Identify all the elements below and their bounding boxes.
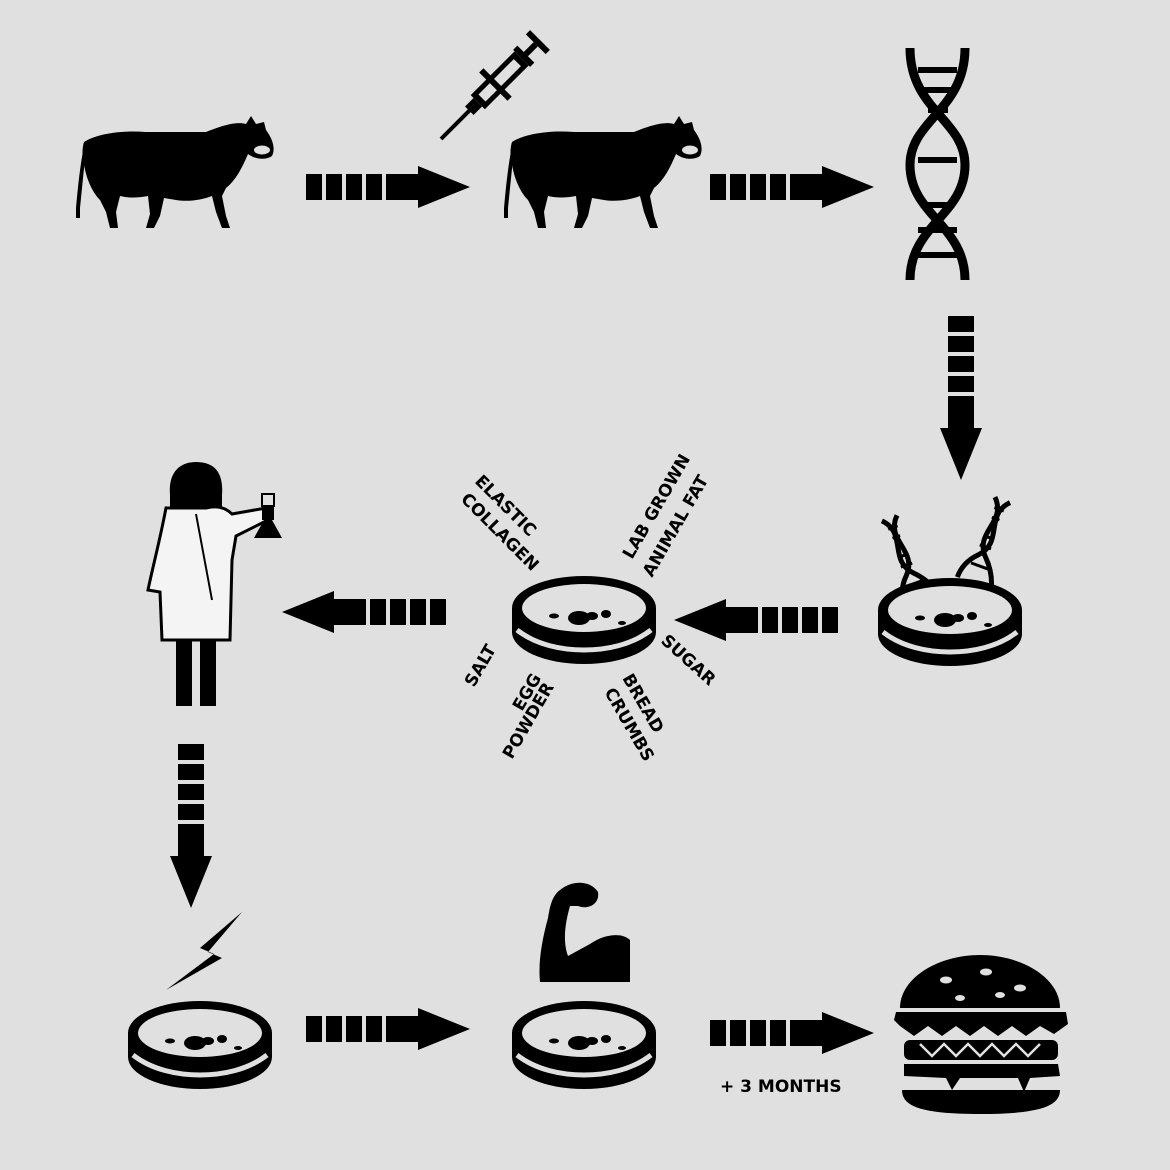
dna-icon	[905, 47, 970, 281]
syringe-icon	[439, 30, 550, 141]
arrow-left-2	[282, 591, 446, 633]
label-sugar: SUGAR	[657, 631, 720, 690]
flexed-arm-icon	[539, 882, 630, 982]
petri-dish-icon	[512, 576, 656, 664]
scientist-icon	[146, 462, 282, 706]
arrow-right-2	[710, 166, 874, 208]
cow-icon	[76, 116, 274, 228]
lightning-icon	[166, 912, 242, 990]
petri-dish-icon	[878, 578, 1022, 666]
arrow-down-2	[170, 744, 212, 908]
arrow-down-1	[940, 316, 982, 480]
arrow-right-4	[710, 1012, 874, 1054]
cow-icon	[504, 116, 702, 228]
duration-note: + 3 MONTHS	[720, 1077, 842, 1097]
petri-dish-icon	[128, 1001, 272, 1089]
arrow-left-1	[674, 599, 838, 641]
petri-dish-icon	[512, 1001, 656, 1089]
arrow-right-3	[306, 1008, 470, 1050]
arrow-right-1	[306, 166, 470, 208]
label-salt: SALT	[461, 641, 501, 690]
burger-icon	[894, 955, 1068, 1114]
